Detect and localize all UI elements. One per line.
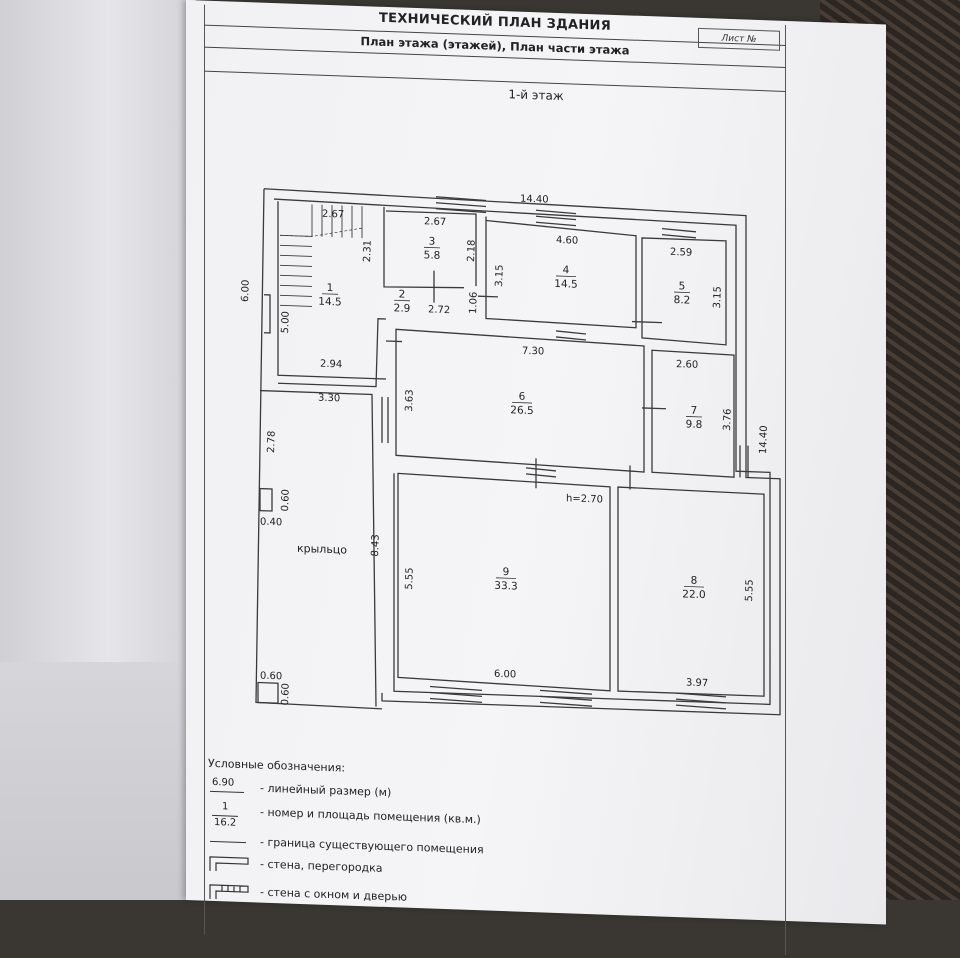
room-number: 5 [679,280,686,292]
window [739,445,749,478]
window [661,227,697,239]
dim-porch-total: 8.43 [370,534,382,557]
legend-symbol-dimension: 6.90 [208,777,252,799]
dim-r2-side: 1.06 [468,291,480,314]
legend-sample-value: 1 [222,801,229,813]
legend-symbol-wall-window [208,881,252,903]
floor-plan: 14.40 6.00 2.67 2.31 5.00 2.94 3.30 2.72… [240,188,781,716]
outer-wall [263,188,781,716]
porch-label: крыльцо [297,542,347,557]
room-area: 22.0 [682,588,705,601]
dim-r4-top: 4.60 [556,235,578,247]
legend-symbol-wall [208,853,252,875]
window [535,209,577,227]
pillar [259,487,273,512]
dim-pillar2-width: 0.60 [260,671,282,683]
dim-r3-top: 2.67 [424,216,446,228]
dim-r8-bottom: 3.97 [686,677,708,689]
room-number: 6 [519,391,526,403]
dim-stair-side: 2.31 [362,240,374,263]
room-1-outline [277,201,386,380]
dim-r8-side: 5.55 [744,579,756,602]
dim-ceiling-height: h=2.70 [566,493,603,505]
room-number: 2 [399,288,406,300]
room-4-outline [485,216,637,329]
dim-pillar-width: 0.40 [260,517,282,529]
walls [255,188,781,716]
dim-r9-bottom: 6.00 [494,669,516,681]
plan-sheet: ТЕХНИЧЕСКИЙ ПЛАН ЗДАНИЯ План этажа (этаж… [186,0,886,955]
dim-r9-side: 5.55 [404,567,416,590]
dim-stair-top: 2.67 [322,209,344,221]
room-area: 33.3 [494,580,517,593]
room-number: 3 [429,235,436,247]
dim-r3-side: 2.18 [466,239,478,262]
dim-r2-width: 2.72 [428,304,450,316]
dim-porch-side: 2.78 [266,430,278,453]
room-number: 4 [563,264,570,276]
dim-r1-outer: 3.30 [318,393,340,405]
dim-r5-side: 3.15 [712,286,724,309]
dim-right-total: 14.40 [758,425,770,454]
dimension-labels: 14.40 6.00 2.67 2.31 5.00 2.94 3.30 2.72… [240,194,770,706]
room-number: 1 [327,282,334,294]
room-6-outline [395,328,645,473]
dim-r7-side: 3.76 [722,408,734,431]
dim-pillar-height: 0.60 [280,489,292,512]
dim-left-total: 6.00 [240,279,252,302]
legend-symbol-room-number: 1 16.2 [208,801,252,833]
dim-r6-side: 3.63 [404,389,416,412]
room-area: 2.9 [394,302,411,315]
room-number: 8 [691,575,698,587]
room-area: 26.5 [510,404,533,417]
dim-r7-top: 2.60 [676,359,698,371]
legend: Условные обозначения: 6.90 - линейный ра… [204,757,764,904]
room-area: 14.5 [318,296,341,309]
door-mark [386,270,666,490]
dim-r5-top: 2.59 [670,247,692,259]
room-labels: 1 14.5 2 2.9 3 5.8 4 14.5 5 8.2 6 26.5 7 [297,235,706,601]
dim-r4-side: 3.15 [494,264,506,287]
window [539,689,593,707]
legend-sample-value: 16.2 [214,816,237,829]
porch-outline [260,389,377,707]
room-area: 8.2 [674,294,691,307]
room-number: 9 [503,566,510,578]
window [429,685,483,703]
room-8-outline [617,486,765,697]
dim-pillar2-height: 0.60 [280,683,292,706]
window [435,196,487,214]
window [555,330,587,341]
room-area: 5.8 [424,249,441,262]
legend-symbol-boundary [208,831,252,853]
legend-sample-value: 6.90 [212,776,235,789]
window [381,396,389,444]
dim-r6-top: 7.30 [522,346,544,358]
room-5-outline [641,237,727,346]
window [525,467,557,478]
dim-top-total: 14.40 [520,194,549,206]
dim-r1-bottom: 2.94 [320,359,342,371]
room-number: 7 [691,405,698,417]
room-area: 9.8 [686,418,703,431]
window [264,294,271,334]
room-9-outline [397,472,611,692]
outer-wall-left [255,188,383,710]
room-7-outline [651,349,735,478]
dim-r1-side: 5.00 [280,311,292,334]
pillar [257,681,279,704]
room-3-outline [383,206,465,289]
room-area: 14.5 [554,278,577,291]
window [675,692,727,710]
left-page-lower-sheet [0,662,188,900]
stair-treads [280,234,312,307]
